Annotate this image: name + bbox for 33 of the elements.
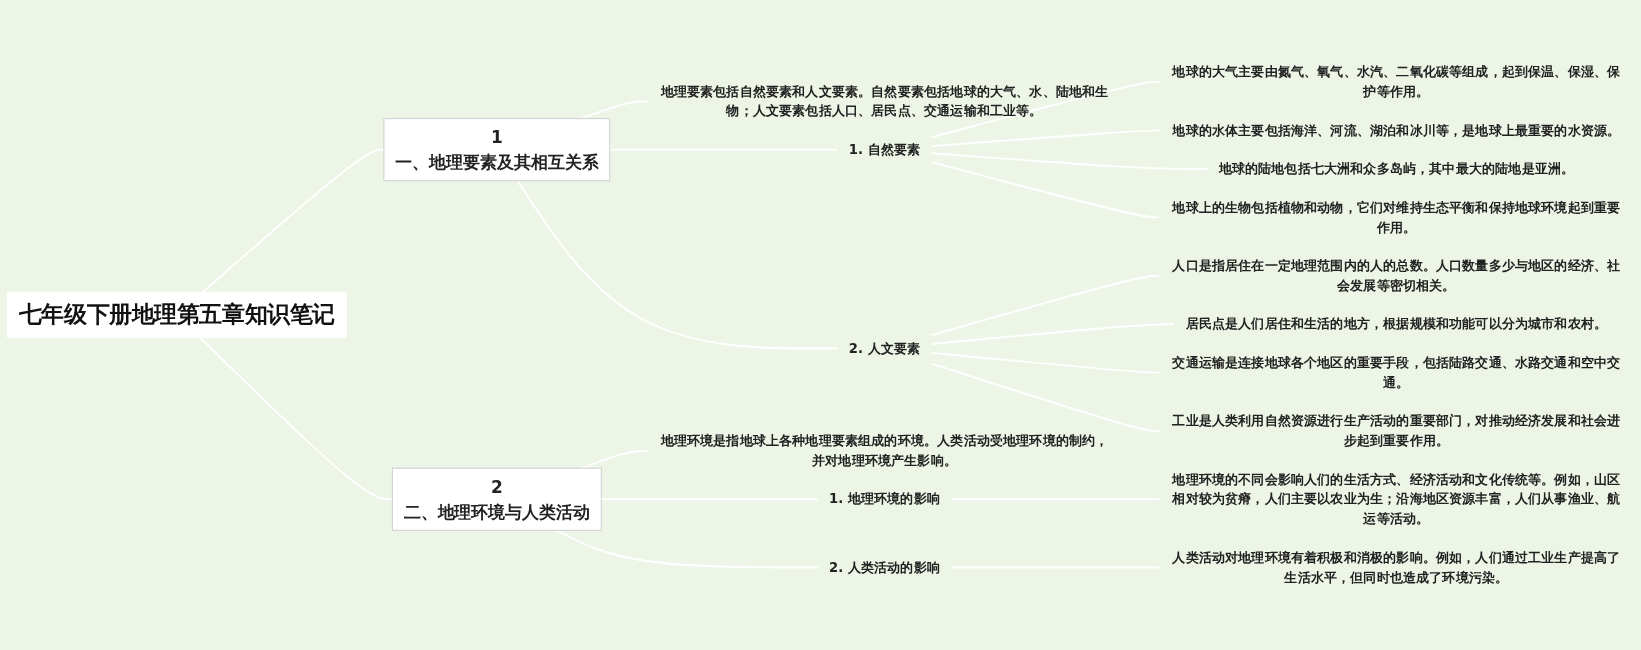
node-text: 人口是指居住在一定地理范围内的人的总数。人口数量多少与地区的经济、社会发展等密切相关。 [1172,258,1621,293]
connector [555,529,819,569]
connector [930,352,1161,374]
connector [930,129,1163,148]
node-text: 交通运输是连接地球各个地区的重要手段，包括陆路交通、水路交通和空中交通。 [1172,355,1621,390]
connector [199,336,394,501]
node-text: 2. 人类活动的影响 [829,559,940,575]
node-text: 地球的陆地包括七大洲和众多岛屿，其中最大的陆地是亚洲。 [1218,161,1575,177]
node-text: 地球的水体主要包括海洋、河流、湖泊和冰川等，是地球上最重要的水资源。 [1172,122,1621,138]
node-text: 地理环境是指地球上各种地理要素组成的环境。人类活动受地理环境的制约，并对地理环境产生影响。 [660,433,1109,469]
connector [930,363,1161,433]
node-box: 1 一、地理要素及其相互关系 [383,118,611,182]
node-box: 七年级下册地理第五章知识笔记 [7,292,347,339]
connector [516,180,839,350]
node-text: 地理要素包括自然要素和人文要素。自然要素包括地球的大气、水、陆地和生物；人文要素包括人口、居民点、交通运输和工业等。 [660,83,1109,119]
connector [930,275,1161,337]
connector [201,149,385,294]
connector [930,81,1161,139]
node-box: 2 二、地理环境与人类活动 [391,468,602,532]
node-text: 地理环境的不同会影响人们的生活方式、经济活动和文化传统等。例如，山区相对较为贫瘠，人们主要以农业为生；沿海地区资源丰富，人们从事渔业、航运等活动。 [1172,471,1621,527]
node-text: 1. 地理环境的影响 [829,491,940,507]
node-text: 地球上的生物包括植物和动物，它们对维持生态平衡和保持地球环境起到重要作用。 [1172,199,1621,235]
node-text: 人类活动对地理环境有着积极和消极的影响。例如，人们通过工业生产提高了生活水平，但同时也造成了环境污染。 [1172,549,1621,585]
node-text: 工业是人类利用自然资源进行生产活动的重要部门，对推动经济发展和社会进步起到重要作用。 [1172,413,1621,449]
connector [930,323,1176,346]
node-text: 地球的大气主要由氮气、氧气、水汽、二氧化碳等组成，起到保温、保湿、保护等作用。 [1172,64,1621,100]
node-text: 居民点是人们居住和生活的地方，根据规模和功能可以分为城市和农村。 [1185,316,1608,332]
connector [930,161,1161,219]
connector [580,450,649,470]
node-text: 2. 人文要素 [848,340,921,356]
node-text: 1. 自然要素 [848,141,921,158]
connector [580,100,649,120]
connector [930,152,1209,171]
